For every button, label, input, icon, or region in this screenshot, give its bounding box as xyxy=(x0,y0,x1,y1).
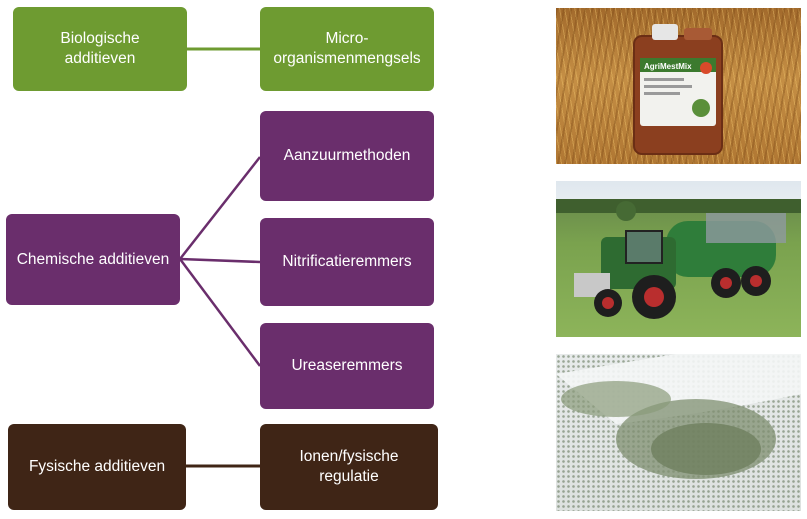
item-urease-inhibitors: Ureaseremmers xyxy=(260,323,434,409)
connector-chemical-urease xyxy=(178,258,262,367)
item-nitrification-inhibitors: Nitrificatieremmers xyxy=(260,218,434,306)
tractor-illustration xyxy=(556,199,801,319)
canister-illustration: AgriMestMix xyxy=(633,24,723,155)
photo-granules-spilled xyxy=(556,354,801,511)
category-biological-additives: Biologische additieven xyxy=(13,7,187,91)
category-physical-additives: Fysische additieven xyxy=(8,424,186,510)
category-chemical-additives: Chemische additieven xyxy=(6,214,180,305)
canister-brand-label: AgriMestMix xyxy=(644,62,692,71)
granules-illustration xyxy=(556,354,801,479)
item-ion-physical-regulation: Ionen/fysische regulatie xyxy=(260,424,438,510)
connector-chemical-nitrificatie xyxy=(179,257,261,264)
item-microorganism-mixtures: Micro- organismenmengsels xyxy=(260,7,434,91)
item-acidification-methods: Aanzuurmethoden xyxy=(260,111,434,201)
photo-additive-canister-on-straw: AgriMestMix xyxy=(556,8,801,164)
photo-tractor-slurry-tanker xyxy=(556,181,801,337)
connector-chemical-aanzuur xyxy=(179,156,261,260)
